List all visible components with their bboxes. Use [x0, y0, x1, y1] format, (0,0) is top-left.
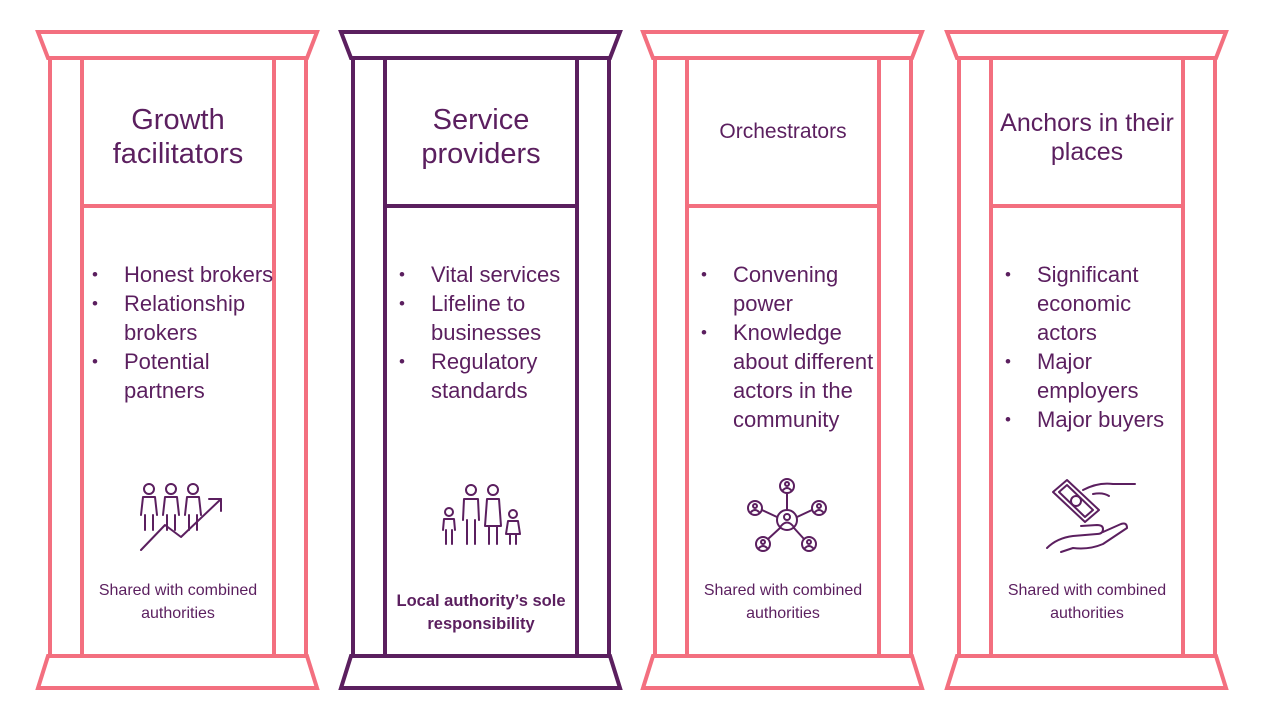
bullet-list: Honest brokers Relationship brokers Pote…	[92, 260, 282, 405]
bullet-item: Relationship brokers	[92, 289, 282, 347]
bullet-item: Lifeline to businesses	[399, 289, 589, 347]
bullet-item: Regulatory standards	[399, 347, 589, 405]
bullet-list: Significant economic actors Major employ…	[1005, 260, 1185, 434]
bullet-item: Significant economic actors	[1005, 260, 1185, 347]
pillar-title: Orchestrators	[719, 119, 847, 143]
responsibility-note: Shared with combined authorities	[1007, 582, 1167, 622]
bullet-item: Convening power	[701, 260, 881, 318]
bullet-item: Major buyers	[1005, 405, 1185, 434]
responsibility-note: Shared with combined authorities	[703, 582, 863, 622]
responsibility-note: Shared with combined authorities	[98, 582, 258, 622]
family-icon	[442, 484, 521, 545]
pillar-service-providers: Service providers Vital services Lifelin…	[335, 0, 625, 720]
responsibility-note: Local authority’s sole responsibility	[396, 592, 566, 633]
bullet-list: Convening power Knowledge about differen…	[701, 260, 881, 434]
money-hand-icon	[1046, 479, 1136, 553]
pillar-anchors: Anchors in their places Significant econ…	[941, 0, 1231, 720]
bullet-list: Vital services Lifeline to businesses Re…	[399, 260, 589, 405]
bullet-item: Major employers	[1005, 347, 1185, 405]
bullet-item: Honest brokers	[92, 260, 282, 289]
pillar-frame	[35, 30, 320, 690]
bullet-item: Vital services	[399, 260, 589, 289]
bullet-item: Knowledge about different actors in the …	[701, 318, 881, 434]
bullet-item: Potential partners	[92, 347, 282, 405]
pillar-title: Growth facilitators	[112, 104, 244, 170]
people-growth-arrow-icon	[140, 483, 222, 551]
pillar-title: Anchors in their places	[1000, 108, 1174, 166]
pillar-growth-facilitators: Growth facilitators Honest brokers Relat…	[32, 0, 322, 720]
pillar-orchestrators: Orchestrators Convening power Knowledge …	[637, 0, 927, 720]
pillar-title: Service providers	[421, 104, 541, 170]
network-people-icon	[747, 478, 827, 552]
